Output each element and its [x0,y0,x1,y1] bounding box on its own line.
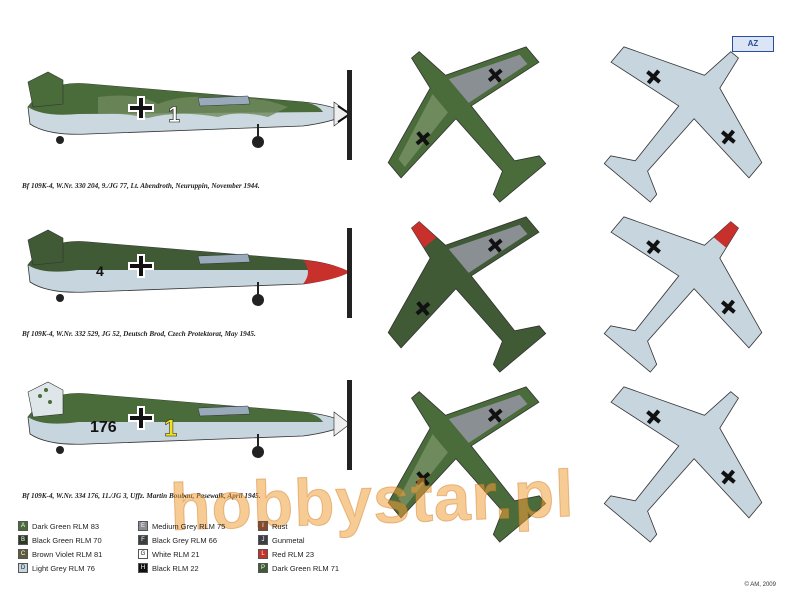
aircraft-2-number: 4 [96,263,104,279]
profile-2-fuselage [27,229,350,293]
bottom-view-aircraft-2 [603,216,763,373]
propeller-2 [347,228,352,318]
propeller-1 [347,70,352,160]
legend-column-2: E Medium Grey RLM 75 F Black Grey RLM 66 G… [138,520,225,576]
legend-label: Medium Grey RLM 75 [152,521,226,531]
legend-label: Black Green RLM 70 [32,535,102,545]
landing-gear-2 [56,282,264,306]
legend-label: White RLM 21 [152,549,200,559]
legend-label: Red RLM 23 [272,549,315,559]
landing-gear-1 [56,124,264,148]
legend-swatch: B [18,535,28,545]
legend-swatch: C [18,549,28,559]
legend-column-3: I Rust J Gunmetal L Red RLM 23 P Dark Green … [258,520,339,576]
caption-aircraft-3: Bf 109K-4, W.Nr. 334 176, 11./JG 3, Uffz… [22,492,261,500]
profile-aircraft-3: 176 1 [27,380,352,470]
legend-swatch: F [138,535,148,545]
caption-aircraft-2: Bf 109K-4, W.Nr. 332 529, JG 52, Deutsch… [22,330,256,338]
legend-swatch: L [258,549,268,559]
legend-item: C Brown Violet RLM 81 [18,548,102,560]
legend-swatch: E [138,521,148,531]
profile-aircraft-1: 1 [27,70,352,160]
legend-label: Dark Green RLM 71 [272,563,340,573]
legend-item: B Black Green RLM 70 [18,534,102,546]
brand-logo: AZ [732,36,774,52]
legend-label: Light Grey RLM 76 [32,563,95,573]
profile-3-fuselage [27,381,351,445]
aircraft-3-number: 1 [164,415,177,442]
legend-label: Dark Green RLM 83 [32,521,100,531]
legend-label: Brown Violet RLM 81 [32,549,103,559]
top-view-aircraft-2 [387,216,547,373]
legend-label: Rust [272,521,288,531]
landing-gear-3 [56,434,264,458]
legend-item: H Black RLM 22 [138,562,225,574]
balkenkreuz-3 [128,406,154,430]
legend-item: I Rust [258,520,339,532]
aircraft-1-number: 1 [168,102,180,127]
top-view-aircraft-1 [387,46,547,203]
legend-label: Black RLM 22 [152,563,199,573]
top-view-aircraft-3 [387,386,547,543]
color-legend: A Dark Green RLM 83 B Black Green RLM 70 C… [18,520,638,590]
copyright-text: © AM, 2009 [744,582,776,588]
bottom-view-aircraft-3 [603,386,763,543]
legend-label: Black Grey RLM 66 [152,535,218,545]
legend-swatch: H [138,563,148,573]
legend-swatch: G [138,549,148,559]
legend-item: A Dark Green RLM 83 [18,520,102,532]
caption-aircraft-1: Bf 109K-4, W.Nr. 330 204, 9./JG 77, Lt. … [22,182,260,190]
legend-item: F Black Grey RLM 66 [138,534,225,546]
propeller-3 [347,380,352,470]
legend-label: Gunmetal [272,535,305,545]
legend-item: L Red RLM 23 [258,548,339,560]
legend-item: P Dark Green RLM 71 [258,562,339,574]
aircraft-3-code: 176 [90,419,117,436]
balkenkreuz-1 [128,96,154,120]
profile-1-fuselage [27,71,352,135]
bottom-view-aircraft-1 [603,46,763,203]
legend-swatch: J [258,535,268,545]
legend-item: D Light Grey RLM 76 [18,562,102,574]
legend-swatch: A [18,521,28,531]
legend-item: G White RLM 21 [138,548,225,560]
legend-column-1: A Dark Green RLM 83 B Black Green RLM 70 C… [18,520,102,576]
balkenkreuz-2 [128,254,154,278]
legend-swatch: D [18,563,28,573]
legend-swatch: I [258,521,268,531]
legend-item: J Gunmetal [258,534,339,546]
legend-swatch: P [258,563,268,573]
legend-item: E Medium Grey RLM 75 [138,520,225,532]
profile-aircraft-2: 4 [27,228,352,318]
